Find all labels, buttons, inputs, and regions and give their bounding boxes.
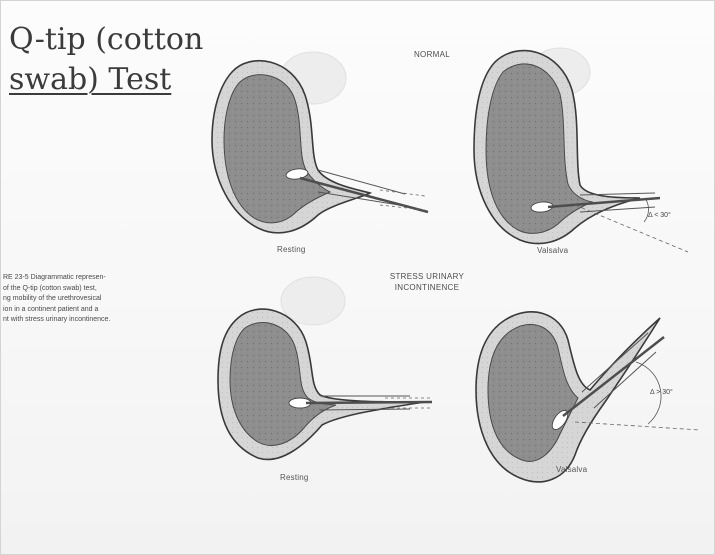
label-sui-resting: Resting xyxy=(280,473,309,482)
label-sui-valsalva: Valsalva xyxy=(556,465,587,474)
panel-normal-resting xyxy=(212,52,428,233)
heading-normal: NORMAL xyxy=(392,49,472,60)
heading-stress-urinary-incontinence: STRESS URINARY INCONTINENCE xyxy=(372,271,482,293)
label-normal-resting: Resting xyxy=(277,245,306,254)
resting-axis xyxy=(575,205,688,252)
panel-normal-valsalva xyxy=(474,48,688,252)
resting-axis xyxy=(575,422,700,430)
panel-sui-resting xyxy=(218,277,432,459)
angle-normal: Δ < 30° xyxy=(648,212,671,219)
pubic-bone-shadow xyxy=(281,277,345,325)
label-normal-valsalva: Valsalva xyxy=(537,246,568,255)
qtip-stick xyxy=(306,402,432,403)
angle-sui: Δ > 30° xyxy=(650,389,673,396)
panel-sui-valsalva xyxy=(476,312,700,482)
